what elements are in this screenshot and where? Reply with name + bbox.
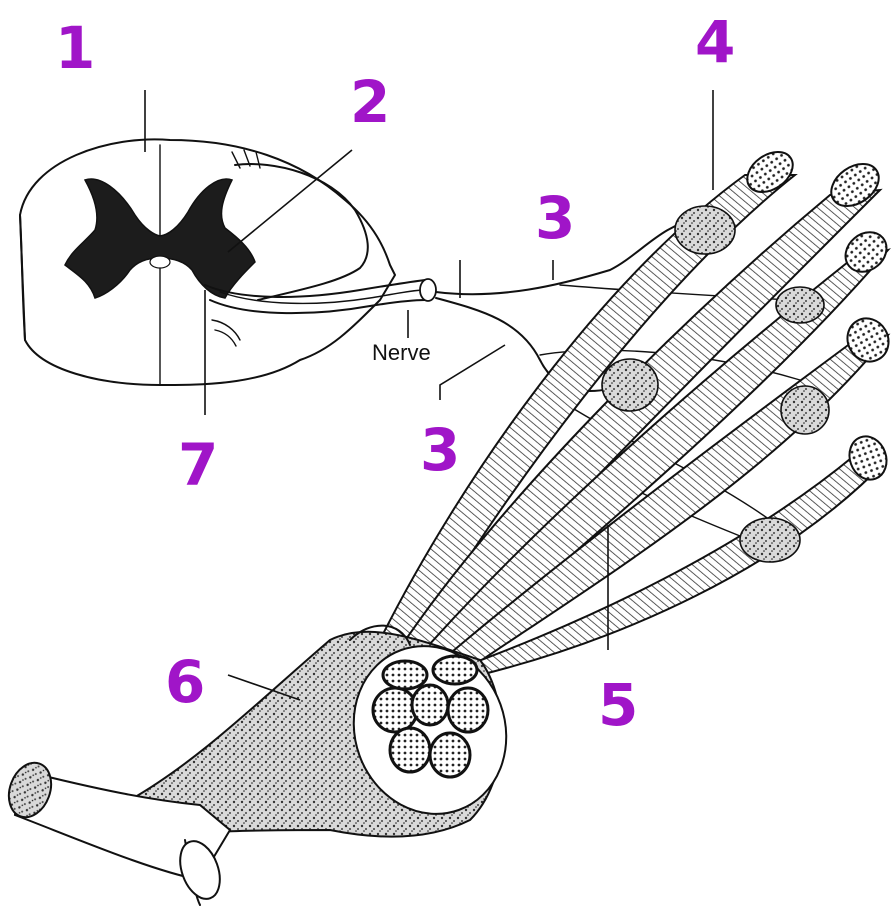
label-2: 2 xyxy=(350,68,390,136)
label-6: 6 xyxy=(165,648,205,716)
nerve-bundle xyxy=(205,279,436,346)
label-1: 1 xyxy=(55,14,95,82)
label-nerve: Nerve xyxy=(372,340,431,365)
label-5: 5 xyxy=(598,671,638,739)
label-3-upper: 3 xyxy=(535,184,575,252)
leader-2 xyxy=(228,150,352,252)
spinal-cord-section xyxy=(20,139,395,385)
leader-3-lower xyxy=(440,345,505,400)
label-4: 4 xyxy=(695,8,735,76)
label-3-lower: 3 xyxy=(420,416,460,484)
label-7: 7 xyxy=(178,431,218,499)
